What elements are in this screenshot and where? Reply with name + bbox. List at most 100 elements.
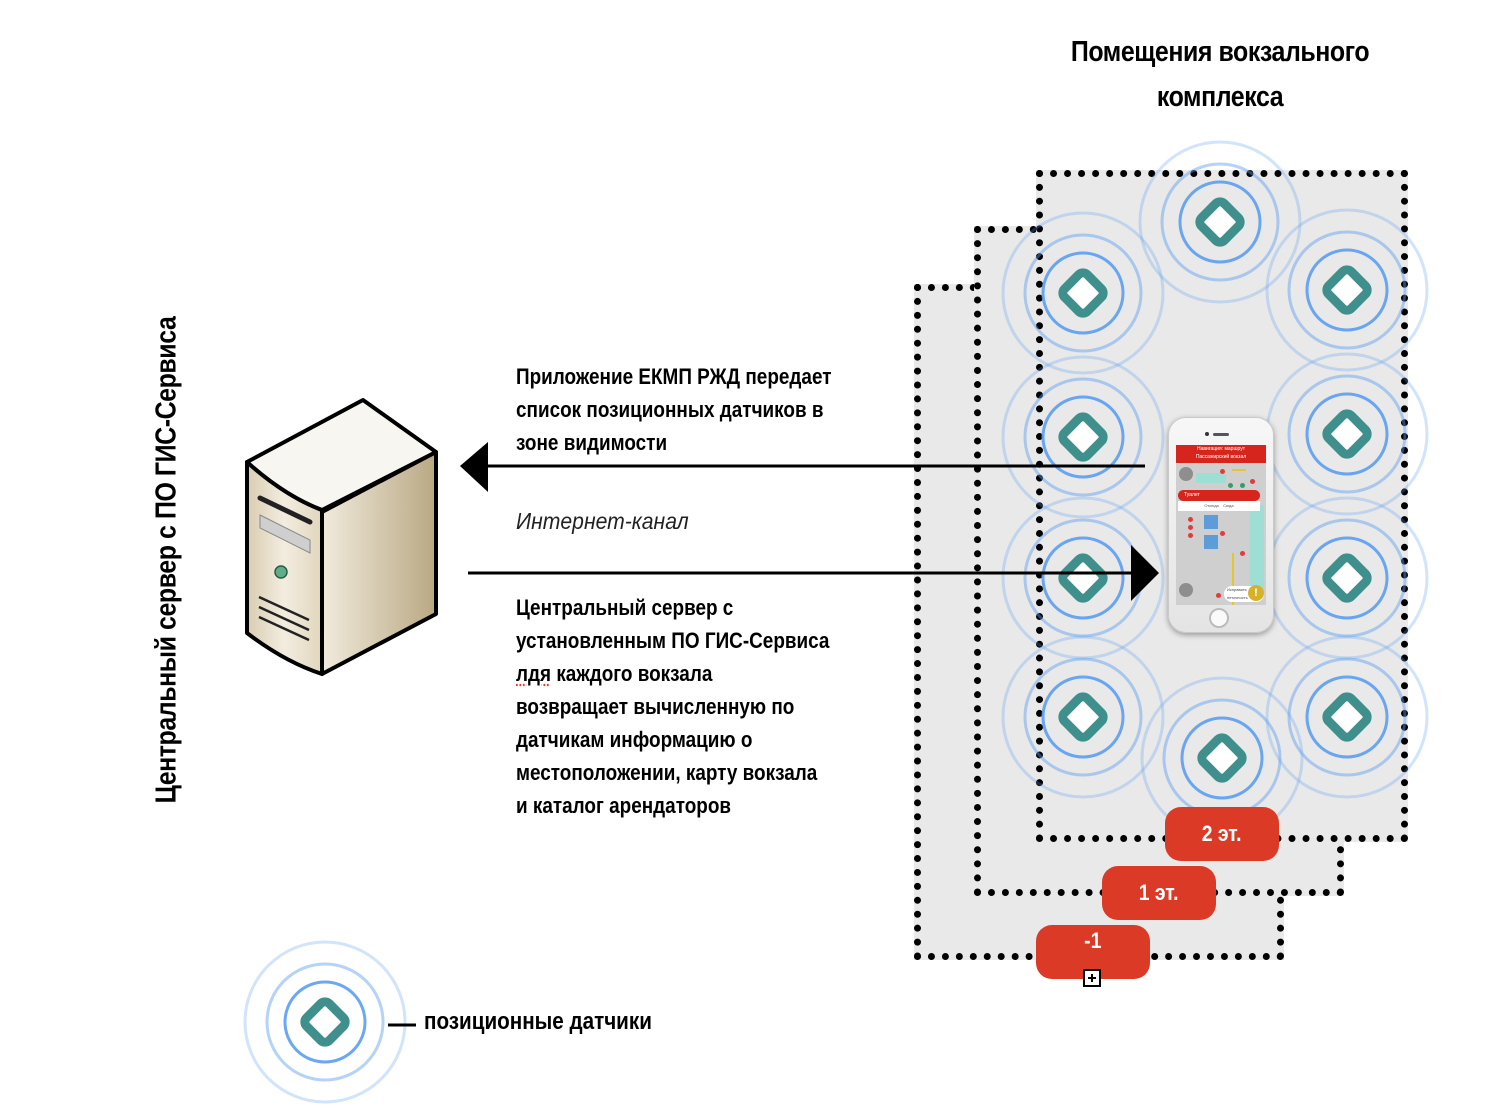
signal-ring bbox=[1023, 377, 1143, 497]
floor-1-badge[interactable]: 1 эт. bbox=[1102, 866, 1216, 920]
internet-channel-label: Интернет-канал bbox=[516, 508, 689, 534]
signal-ring bbox=[1305, 536, 1389, 620]
signal-ring bbox=[1001, 211, 1165, 375]
map-poi bbox=[1216, 593, 1221, 598]
signal-ring bbox=[1287, 518, 1407, 638]
signal-ring bbox=[1265, 635, 1429, 799]
expand-anchor-icon[interactable] bbox=[1083, 969, 1101, 987]
app-header: Навигация: маршрут Пассажирский вокзал bbox=[1176, 445, 1266, 463]
legend-positional-sensor-icon bbox=[243, 940, 407, 1104]
sensor-diamond-icon bbox=[1322, 692, 1372, 742]
signal-ring bbox=[283, 980, 367, 1064]
map-poi bbox=[1220, 531, 1225, 536]
signal-ring bbox=[1180, 716, 1264, 800]
legend-sensor-icon bbox=[243, 940, 407, 1104]
map-poi bbox=[1188, 517, 1193, 522]
positional-sensor-icon bbox=[1001, 635, 1165, 799]
signal-ring bbox=[1160, 162, 1280, 282]
accessibility-icon bbox=[1179, 583, 1193, 597]
map-poi bbox=[1250, 479, 1255, 484]
signal-ring bbox=[1001, 355, 1165, 519]
signal-ring bbox=[1023, 233, 1143, 353]
signal-ring bbox=[1305, 248, 1389, 332]
phone-home-button bbox=[1209, 608, 1229, 628]
map-poi bbox=[1188, 525, 1193, 530]
download-message-line: датчикам информацию о bbox=[516, 727, 753, 752]
positional-sensor-icon bbox=[1138, 140, 1302, 304]
rooms-title-line-1: Помещения вокзального bbox=[1070, 36, 1370, 68]
upload-arrow-head bbox=[460, 442, 488, 492]
floor-minus1-badge-label: -1 bbox=[1084, 928, 1102, 953]
download-message-line: лдя каждого вокзала bbox=[516, 657, 829, 690]
download-message-line: и каталог арендаторов bbox=[516, 793, 732, 818]
signal-ring bbox=[1041, 536, 1125, 620]
phone-speaker bbox=[1213, 433, 1229, 436]
positional-sensor-icon bbox=[1265, 496, 1429, 660]
route-line bbox=[1232, 469, 1246, 471]
download-message-line: Центральный сервер с bbox=[516, 595, 734, 620]
sensor-diamond-icon bbox=[1058, 553, 1108, 603]
positional-sensor-icon bbox=[1265, 352, 1429, 516]
sensor-diamond-icon bbox=[1322, 265, 1372, 315]
signal-ring bbox=[1041, 395, 1125, 479]
download-message: Центральный сервер с установленным ПО ГИ… bbox=[516, 591, 829, 822]
positional-sensor-icon bbox=[1265, 208, 1429, 372]
server-icon bbox=[245, 398, 438, 676]
signal-ring bbox=[1041, 251, 1125, 335]
download-message-line: возвращает вычисленную по bbox=[516, 694, 795, 719]
positional-sensor-icon bbox=[1265, 635, 1429, 799]
signal-ring bbox=[1023, 657, 1143, 777]
upload-message-line: список позиционных датчиков в bbox=[516, 397, 824, 422]
signal-ring bbox=[1178, 180, 1262, 264]
sensor-diamond-icon bbox=[1322, 409, 1372, 459]
positional-sensor-icon bbox=[1001, 211, 1165, 375]
map-seats bbox=[1204, 535, 1218, 549]
signal-ring bbox=[1305, 392, 1389, 476]
signal-ring bbox=[265, 962, 385, 1082]
map-poi bbox=[1228, 483, 1233, 488]
positional-sensor-icon bbox=[1001, 496, 1165, 660]
route-line bbox=[1232, 553, 1234, 605]
destination-pill: Туалет bbox=[1178, 490, 1260, 501]
map-poi bbox=[1188, 533, 1193, 538]
sensor-diamond-icon bbox=[1197, 733, 1247, 783]
route-from-to: Отсюда Сюда bbox=[1178, 501, 1260, 511]
upload-message-line: зоне видимости bbox=[516, 430, 668, 455]
floor-2-badge[interactable]: 2 эт. bbox=[1165, 807, 1279, 861]
rooms-title: Помещения вокзального комплекса bbox=[1048, 30, 1392, 120]
signal-ring bbox=[1138, 140, 1302, 304]
floor-2-badge-label: 2 эт. bbox=[1202, 821, 1242, 846]
download-message-line-rest: каждого вокзала bbox=[551, 661, 713, 686]
sensor-diamond-icon bbox=[1058, 268, 1108, 318]
route-to: Сюда bbox=[1223, 503, 1234, 508]
signal-ring bbox=[1001, 496, 1165, 660]
map-room bbox=[1196, 473, 1226, 483]
signal-ring bbox=[1001, 635, 1165, 799]
misspelled-word: лдя bbox=[516, 661, 552, 686]
app-header-title: Навигация: маршрут bbox=[1196, 446, 1245, 452]
map-poi bbox=[1220, 469, 1225, 474]
download-message-line: местоположении, карту вокзала bbox=[516, 760, 818, 785]
sensor-diamond-icon bbox=[1058, 692, 1108, 742]
signal-ring bbox=[1287, 230, 1407, 350]
signal-ring bbox=[243, 940, 407, 1104]
map-poi bbox=[1240, 551, 1245, 556]
rooms-title-line-2: комплекса bbox=[1156, 81, 1284, 113]
positional-sensor-icon bbox=[1001, 355, 1165, 519]
download-message-line: установленным ПО ГИС-Сервиса bbox=[516, 628, 830, 653]
route-from: Отсюда bbox=[1204, 503, 1219, 508]
sensor-diamond-icon bbox=[300, 997, 350, 1047]
signal-ring bbox=[1287, 657, 1407, 777]
legend-label: позиционные датчики bbox=[424, 1008, 652, 1035]
sensor-diamond-icon bbox=[1195, 197, 1245, 247]
map-room bbox=[1250, 505, 1264, 595]
floor-2-sensors bbox=[1001, 140, 1429, 840]
signal-ring bbox=[1305, 675, 1389, 759]
map-poi bbox=[1240, 483, 1245, 488]
phone-camera bbox=[1205, 432, 1209, 436]
app-header-subtitle: Пассажирский вокзал bbox=[1195, 454, 1247, 460]
upload-message-line: Приложение ЕКМП РЖД передает bbox=[516, 364, 832, 389]
transport-map-icon bbox=[1179, 467, 1193, 481]
sensor-diamond-icon bbox=[1058, 412, 1108, 462]
